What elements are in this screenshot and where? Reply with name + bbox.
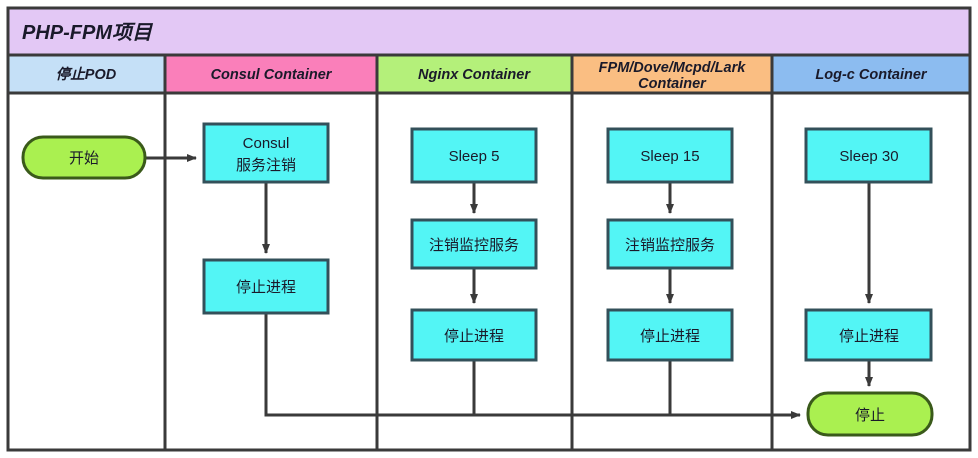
node-consul-stop-process[interactable] [202, 258, 330, 315]
node-fpm-sleep[interactable] [606, 127, 734, 184]
node-fpm-unregister-monitor[interactable] [606, 218, 734, 270]
lane-header-fpm-label-line2: Container [638, 76, 707, 92]
node-start[interactable] [21, 135, 147, 180]
node-nginx-stop-process[interactable] [410, 308, 538, 362]
lane-header-logc-label: Log-c Container [815, 67, 928, 83]
node-nginx-unregister-monitor[interactable] [410, 218, 538, 270]
lane-header-nginx-label: Nginx Container [418, 67, 531, 83]
lane-header-consul-label: Consul Container [211, 67, 333, 83]
node-start-label: 开始 [69, 150, 99, 167]
node-consul-deregister[interactable] [202, 122, 330, 184]
node-logc-sleep-label: Sleep 30 [839, 148, 898, 165]
node-logc-sleep[interactable] [804, 127, 933, 184]
diagram-title-band [6, 6, 972, 57]
node-logc-stop-process[interactable] [804, 308, 933, 362]
node-fpm-stop-process-label: 停止进程 [640, 328, 700, 345]
node-end[interactable] [806, 391, 934, 437]
node-logc-stop-process-label: 停止进程 [839, 328, 899, 345]
lane-header-fpm-label-line1: FPM/Dove/Mcpd/Lark [599, 60, 747, 76]
node-consul-stop-process-label: 停止进程 [236, 279, 296, 296]
node-fpm-sleep-label: Sleep 15 [640, 148, 699, 165]
node-nginx-sleep-label: Sleep 5 [449, 148, 500, 165]
node-consul-deregister-label-line2: 服务注销 [236, 157, 296, 174]
edge-consul-stop-to-rail [264, 313, 801, 419]
node-consul-deregister-label-line1: Consul [243, 135, 290, 152]
node-fpm-stop-process[interactable] [606, 308, 734, 362]
node-fpm-unregister-monitor-label: 注销监控服务 [625, 237, 715, 254]
lane-header-stop-pod-label: 停止POD [56, 66, 117, 83]
lane-body-frame [6, 91, 972, 452]
node-nginx-unregister-monitor-label: 注销监控服务 [429, 237, 519, 254]
diagram-title: PHP-FPM项目 [22, 22, 154, 44]
node-nginx-sleep[interactable] [410, 127, 538, 184]
node-nginx-stop-process-label: 停止进程 [444, 328, 504, 345]
node-end-label: 停止 [855, 407, 885, 424]
